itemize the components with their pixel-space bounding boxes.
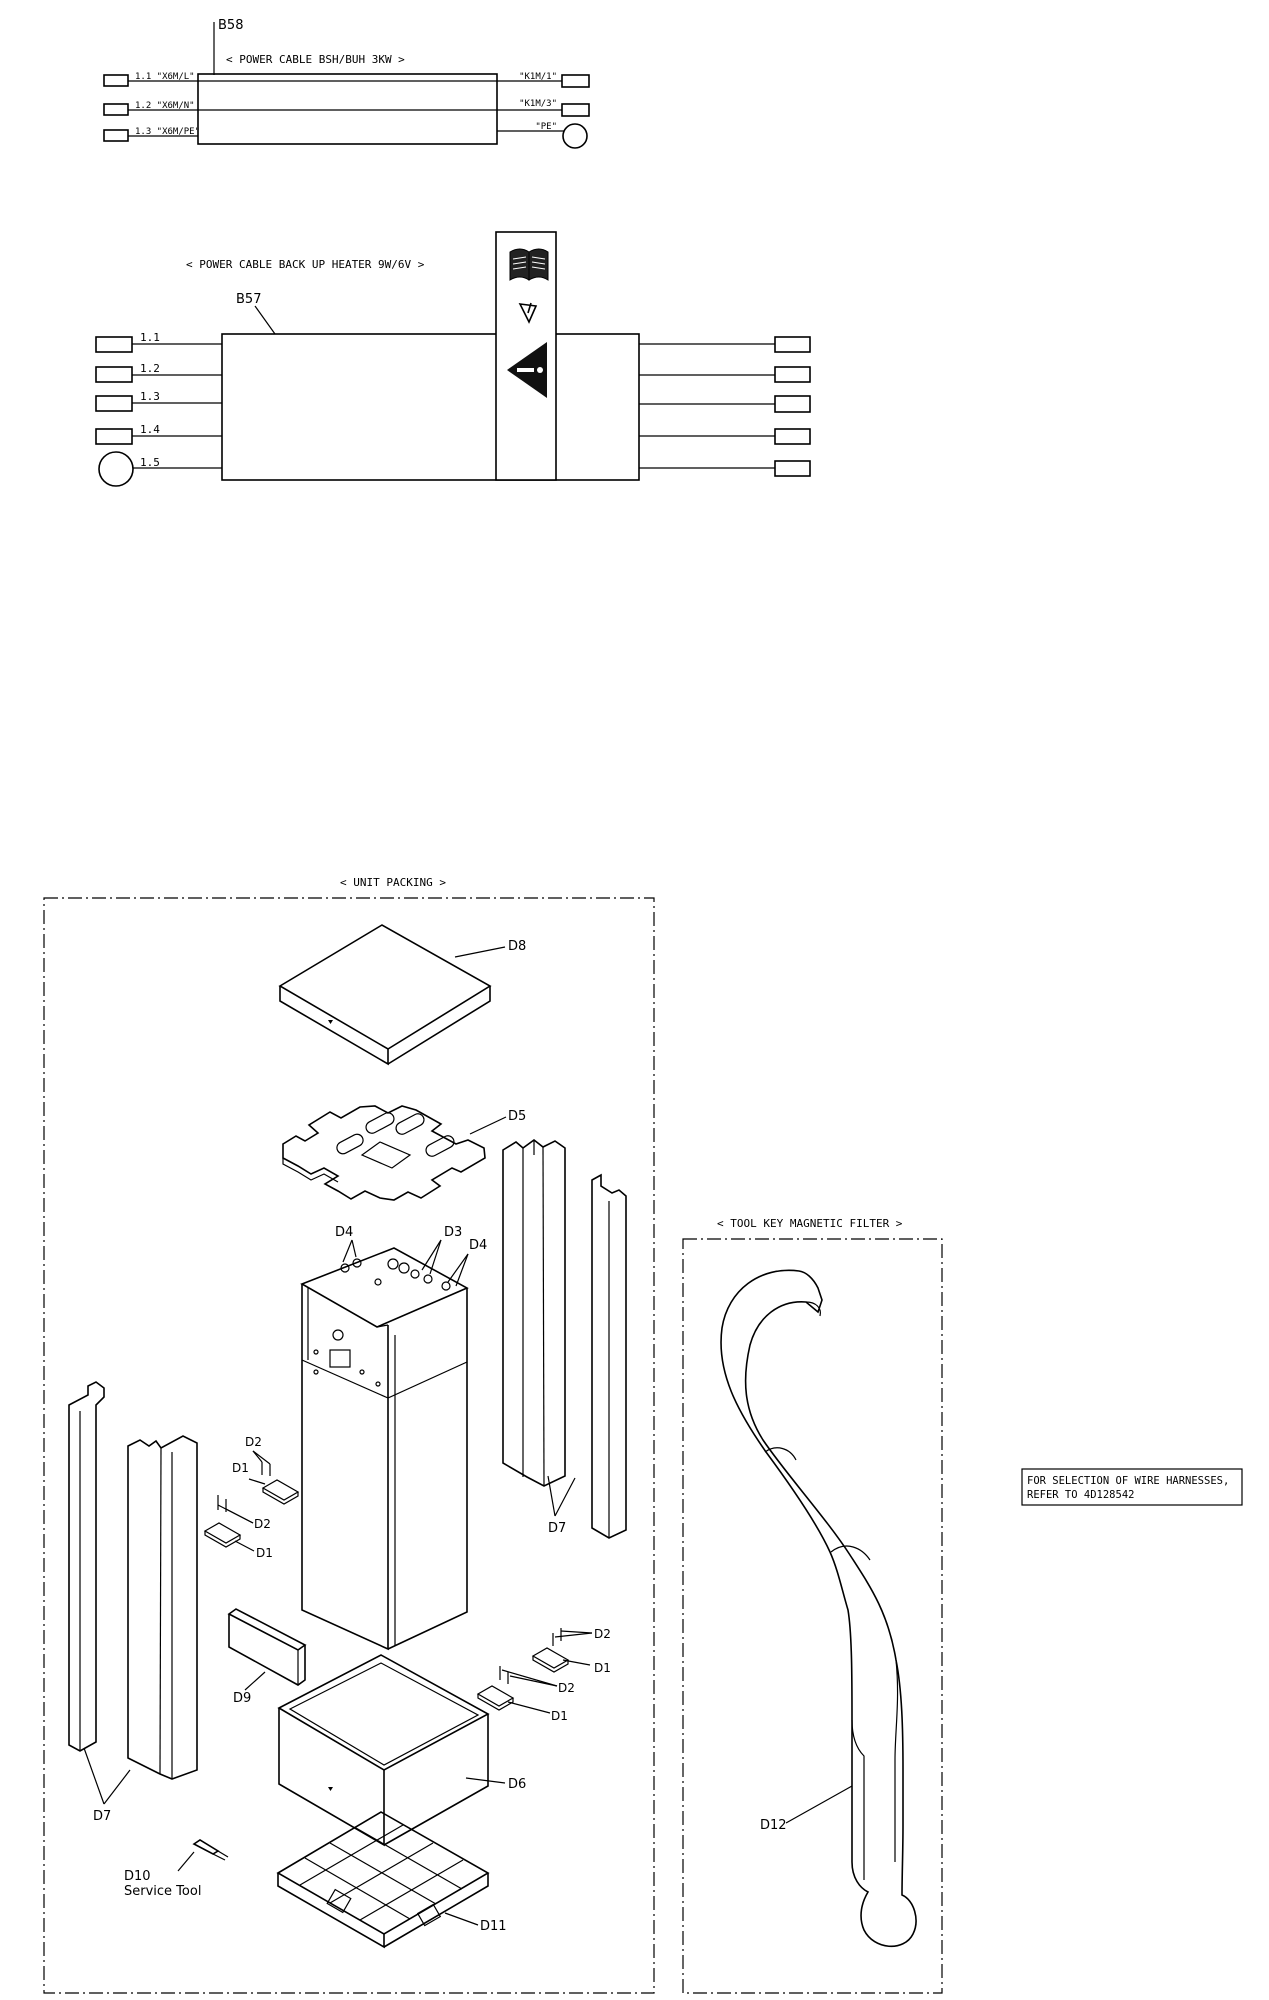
note-box [1021, 1468, 1243, 1506]
b58-ref: B58 [218, 18, 243, 33]
b57-terminal-right-5 [774, 460, 811, 477]
tool-key-title: < TOOL KEY MAGNETIC FILTER > [717, 1217, 903, 1230]
b57-title: < POWER CABLE BACK UP HEATER 9W/6V > [186, 258, 425, 271]
b57-wire-3: 1.3 [140, 390, 160, 403]
hand-pointer-icon [518, 302, 538, 324]
power-cable-9w: < POWER CABLE BACK UP HEATER 9W/6V > B57 [95, 231, 811, 487]
label-d11: D11 [480, 1919, 507, 1934]
label-d5: D5 [508, 1109, 526, 1124]
corner-post-d7-right-2 [591, 1173, 627, 1539]
label-d1-upper-left: D1 [232, 1461, 249, 1475]
b57-terminal-left-1 [95, 336, 133, 353]
b58-wire-right-3: "PE" [535, 122, 557, 132]
label-d7-right: D7 [548, 1521, 566, 1536]
note-line-1: FOR SELECTION OF WIRE HARNESSES, [1027, 1475, 1229, 1487]
bracket-d1-lower-right [476, 1685, 515, 1711]
b57-wire-5: 1.5 [140, 456, 160, 469]
label-d1-lower-left: D1 [256, 1546, 273, 1560]
b57-cable-body [221, 333, 640, 481]
warning-triangle-icon [507, 342, 547, 398]
label-d4-left: D4 [335, 1225, 353, 1240]
b57-terminal-right-3 [774, 395, 811, 413]
label-d4-right: D4 [469, 1238, 487, 1253]
corner-post-d7-left-1 [68, 1381, 105, 1752]
b57-ref: B57 [236, 292, 261, 307]
b57-ring-terminal [98, 451, 134, 487]
label-d7-left: D7 [93, 1809, 111, 1824]
b57-terminal-left-3 [95, 395, 133, 412]
b58-ring-terminal [562, 123, 588, 149]
service-tool-d10 [192, 1839, 229, 1861]
b58-wire-right-2: "K1M/3" [519, 99, 557, 109]
tool-key-d12 [720, 1269, 917, 1948]
b57-terminal-right-2 [774, 366, 811, 383]
label-d6: D6 [508, 1777, 526, 1792]
b58-terminal-left-1 [103, 74, 129, 87]
top-cover-d8 [278, 924, 492, 1066]
corner-post-d7-left-2 [127, 1435, 198, 1780]
b57-wire-4: 1.4 [140, 423, 160, 436]
manual-book-icon [509, 248, 549, 281]
b57-terminal-right-1 [774, 336, 811, 353]
tool-key-magnetic-filter: < TOOL KEY MAGNETIC FILTER > D12 [682, 1217, 943, 1994]
b57-wire-2: 1.2 [140, 362, 160, 375]
unit-packing: < UNIT PACKING > D8 D5 [43, 876, 655, 1994]
wire-harness-note: FOR SELECTION OF WIRE HARNESSES, REFER T… [1021, 1468, 1243, 1506]
note-line-2: REFER TO 4D128542 [1027, 1489, 1134, 1501]
b57-terminal-left-4 [95, 428, 133, 445]
tool-key-frame [682, 1238, 943, 1994]
power-cable-3kw: B58 < POWER CABLE BSH/BUH 3KW > 1.1 "X6M… [103, 18, 590, 149]
b57-wire-1: 1.1 [140, 331, 160, 344]
bottom-tray-d6 [277, 1654, 490, 1847]
b58-terminal-right-2 [561, 103, 590, 117]
label-d3: D3 [444, 1225, 462, 1240]
bracket-d1-upper-right [531, 1647, 570, 1673]
b57-terminal-right-4 [774, 428, 811, 445]
bracket-d1-lower-left [203, 1522, 242, 1548]
b57-terminal-left-2 [95, 366, 133, 383]
b58-terminal-left-2 [103, 103, 129, 116]
corner-post-d7-right-1 [502, 1138, 566, 1487]
label-d8: D8 [508, 939, 526, 954]
label-d2-lower-right: D2 [558, 1681, 575, 1695]
label-service-tool: Service Tool [124, 1884, 201, 1899]
label-d1-lower-right: D1 [551, 1709, 568, 1723]
unit-packing-title: < UNIT PACKING > [340, 876, 446, 889]
b58-wire-left-3: 1.3 "X6M/PE" [135, 127, 200, 137]
b58-wire-left-1: 1.1 "X6M/L" [135, 72, 195, 82]
label-d1-upper-right: D1 [594, 1661, 611, 1675]
b58-cable-body [197, 73, 498, 145]
label-d2-upper-left: D2 [245, 1435, 262, 1449]
b58-terminal-right-1 [561, 74, 590, 88]
b58-title: < POWER CABLE BSH/BUH 3KW > [226, 53, 405, 66]
pallet-d11 [276, 1811, 490, 1949]
bracket-d1-upper-left [261, 1479, 300, 1505]
top-foam-d5 [282, 1105, 486, 1201]
label-d10: D10 [124, 1869, 151, 1884]
label-d2-lower-left: D2 [254, 1517, 271, 1531]
b58-wire-left-2: 1.2 "X6M/N" [135, 101, 195, 111]
label-d2-upper-right: D2 [594, 1627, 611, 1641]
label-sheet-d9 [227, 1608, 307, 1686]
indoor-unit-body [300, 1247, 469, 1651]
b58-wire-right-1: "K1M/1" [519, 72, 557, 82]
label-d12: D12 [760, 1818, 787, 1833]
label-d9: D9 [233, 1691, 251, 1706]
unit-packing-frame [43, 897, 655, 1994]
b58-terminal-left-3 [103, 129, 129, 142]
